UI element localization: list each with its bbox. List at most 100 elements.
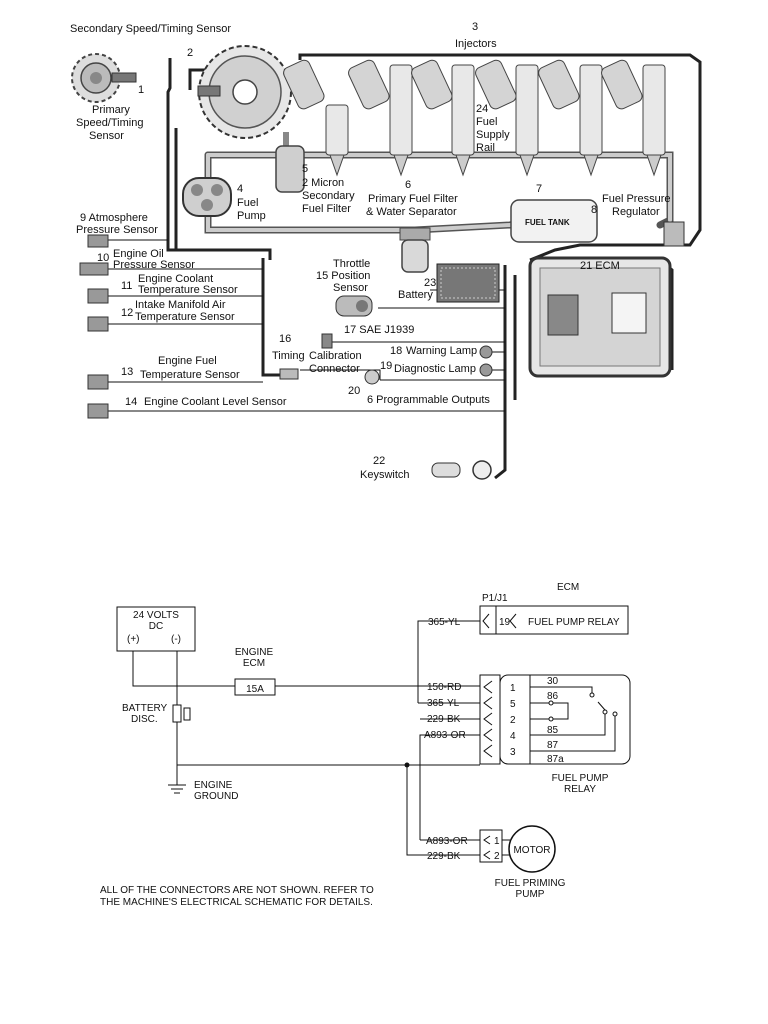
intake-num: 12 xyxy=(121,307,133,319)
motor-label: MOTOR xyxy=(513,845,550,856)
pin-4: 4 xyxy=(510,731,516,742)
ecm-module-icon xyxy=(528,256,672,378)
power-supply-box xyxy=(116,606,196,652)
diag-num: 19 xyxy=(380,360,392,372)
primary-timing-gear-icon xyxy=(71,53,137,103)
filter2-label-2: Secondary xyxy=(302,190,355,202)
motor-pin-2: 2 xyxy=(494,851,500,862)
warn-label: Warning Lamp xyxy=(406,345,477,357)
filter2-label-1: 2 Micron xyxy=(302,177,344,189)
supply-label-1: 24 VOLTS xyxy=(133,610,179,621)
callout-1: 1 xyxy=(138,84,144,96)
intake-air-sensor-icon xyxy=(87,316,109,332)
relay-label: FUEL PUMP RELAY xyxy=(528,617,620,628)
note-line-1: ALL OF THE CONNECTORS ARE NOT SHOWN. REF… xyxy=(100,885,374,896)
ecm-relay-box xyxy=(479,605,629,635)
throttle-label-2: 15 Position xyxy=(316,270,370,282)
filter2-label-3: Fuel Filter xyxy=(302,203,351,215)
coolant-num: 11 xyxy=(121,280,132,292)
battery-icon xyxy=(436,263,500,303)
relay-term-85: 85 xyxy=(547,725,559,736)
coolant-label-1: Engine Coolant xyxy=(138,273,213,285)
note-line-2: THE MACHINE'S ELECTRICAL SCHEMATIC FOR D… xyxy=(100,897,373,908)
engine-ecm-label-1: ENGINE xyxy=(235,647,274,658)
relay-pin: 19 xyxy=(499,617,511,628)
injector-2 xyxy=(348,59,413,177)
timing-num: 16 xyxy=(279,333,291,345)
pin-5: 5 xyxy=(510,699,516,710)
timing-label-3: Connector xyxy=(309,363,360,375)
fuel-pump-icon xyxy=(182,177,232,217)
supply-label-2: DC xyxy=(149,621,163,632)
pin-1: 1 xyxy=(510,683,516,694)
relay-title-1: FUEL PUMP xyxy=(552,773,609,784)
ground-label-1: ENGINE xyxy=(194,780,233,791)
motor-wire-229-bk: 229-BK xyxy=(427,851,461,862)
motor-title-1: FUEL PRIMING xyxy=(495,878,566,889)
prog-label: 6 Programmable Outputs xyxy=(367,394,490,406)
fueltemp-label-2: Temperature Sensor xyxy=(140,369,240,381)
regulator-label-1: Fuel Pressure xyxy=(602,193,670,205)
motor-icon xyxy=(508,825,556,873)
callout-8: 8 xyxy=(591,204,597,216)
motor-title-2: PUMP xyxy=(516,889,545,900)
callout-7: 7 xyxy=(536,183,542,195)
throttle-sensor-icon xyxy=(335,295,373,317)
pump-label-2: Pump xyxy=(237,210,266,222)
regulator-label-2: Regulator xyxy=(612,206,660,218)
fuel-temp-sensor-icon xyxy=(87,374,109,390)
relay-connector-pins xyxy=(483,680,493,758)
primary-label-3: Sensor xyxy=(89,130,124,142)
pin-3: 3 xyxy=(510,747,516,758)
injectors-label: Injectors xyxy=(455,38,497,50)
level-label: Engine Coolant Level Sensor xyxy=(144,396,287,408)
motor-wire-a893-or: A893-OR xyxy=(426,836,468,847)
fuse-box xyxy=(234,678,276,696)
pump-label-1: Fuel xyxy=(237,197,258,209)
relay-connector xyxy=(479,674,501,765)
coolant-temp-sensor-icon xyxy=(87,288,109,304)
relay-term-30: 30 xyxy=(547,676,559,687)
relay-term-86: 86 xyxy=(547,691,559,702)
injector-5 xyxy=(538,59,603,177)
atm-label-2: Pressure Sensor xyxy=(76,224,158,236)
injector-6 xyxy=(601,59,666,177)
sensor-leads xyxy=(108,239,505,412)
warn-num: 18 xyxy=(390,345,402,357)
supply-label-3: Rail xyxy=(476,142,495,154)
timing-connector-icon xyxy=(279,368,299,380)
motor-connector xyxy=(479,829,503,863)
fuel-pump-relay-schematic: 24 VOLTS DC (+) (-) ENGINE ECM 15A BATTE… xyxy=(100,582,631,908)
intake-label-1: Intake Manifold Air xyxy=(135,299,226,311)
intake-label-2: Temperature Sensor xyxy=(135,311,235,323)
wire-top-label: 365-YL xyxy=(428,617,461,628)
callout-4: 4 xyxy=(237,183,243,195)
keyswitch-label: Keyswitch xyxy=(360,469,410,481)
relay-term-87a: 87a xyxy=(547,754,564,765)
fuel-tank-icon xyxy=(510,199,598,243)
minus-terminal: (-) xyxy=(171,634,181,645)
relay-term-87: 87 xyxy=(547,740,559,751)
keyswitch-icon xyxy=(431,460,492,480)
battery-num: 23 xyxy=(424,277,436,289)
motor-pin-1: 1 xyxy=(494,836,500,847)
sensor-connectors xyxy=(79,234,109,419)
callout-6: 6 xyxy=(405,179,411,191)
prog-num: 20 xyxy=(348,385,360,397)
oil-label-1: Engine Oil xyxy=(113,248,164,260)
plus-terminal: (+) xyxy=(127,634,140,645)
fuel-tank-label: FUEL TANK xyxy=(525,218,570,227)
secondary-timing-wheel-icon xyxy=(197,45,292,139)
ground-symbol-icon xyxy=(168,784,186,794)
diagnostic-lamp-icon xyxy=(479,363,493,377)
programmable-output-icon xyxy=(364,369,380,385)
ecm-label: 21 ECM xyxy=(580,260,620,272)
injector-3 xyxy=(411,59,475,177)
callout-3: 3 xyxy=(472,21,478,33)
fuel-pressure-regulator-icon xyxy=(663,221,685,247)
coolant-label-2: Temperature Sensor xyxy=(138,284,238,296)
injectors xyxy=(283,59,666,177)
coolant-level-sensor-icon xyxy=(87,403,109,419)
engine-fuel-system-diagram: Secondary Speed/Timing Sensor 2 3 Inject… xyxy=(66,18,704,481)
